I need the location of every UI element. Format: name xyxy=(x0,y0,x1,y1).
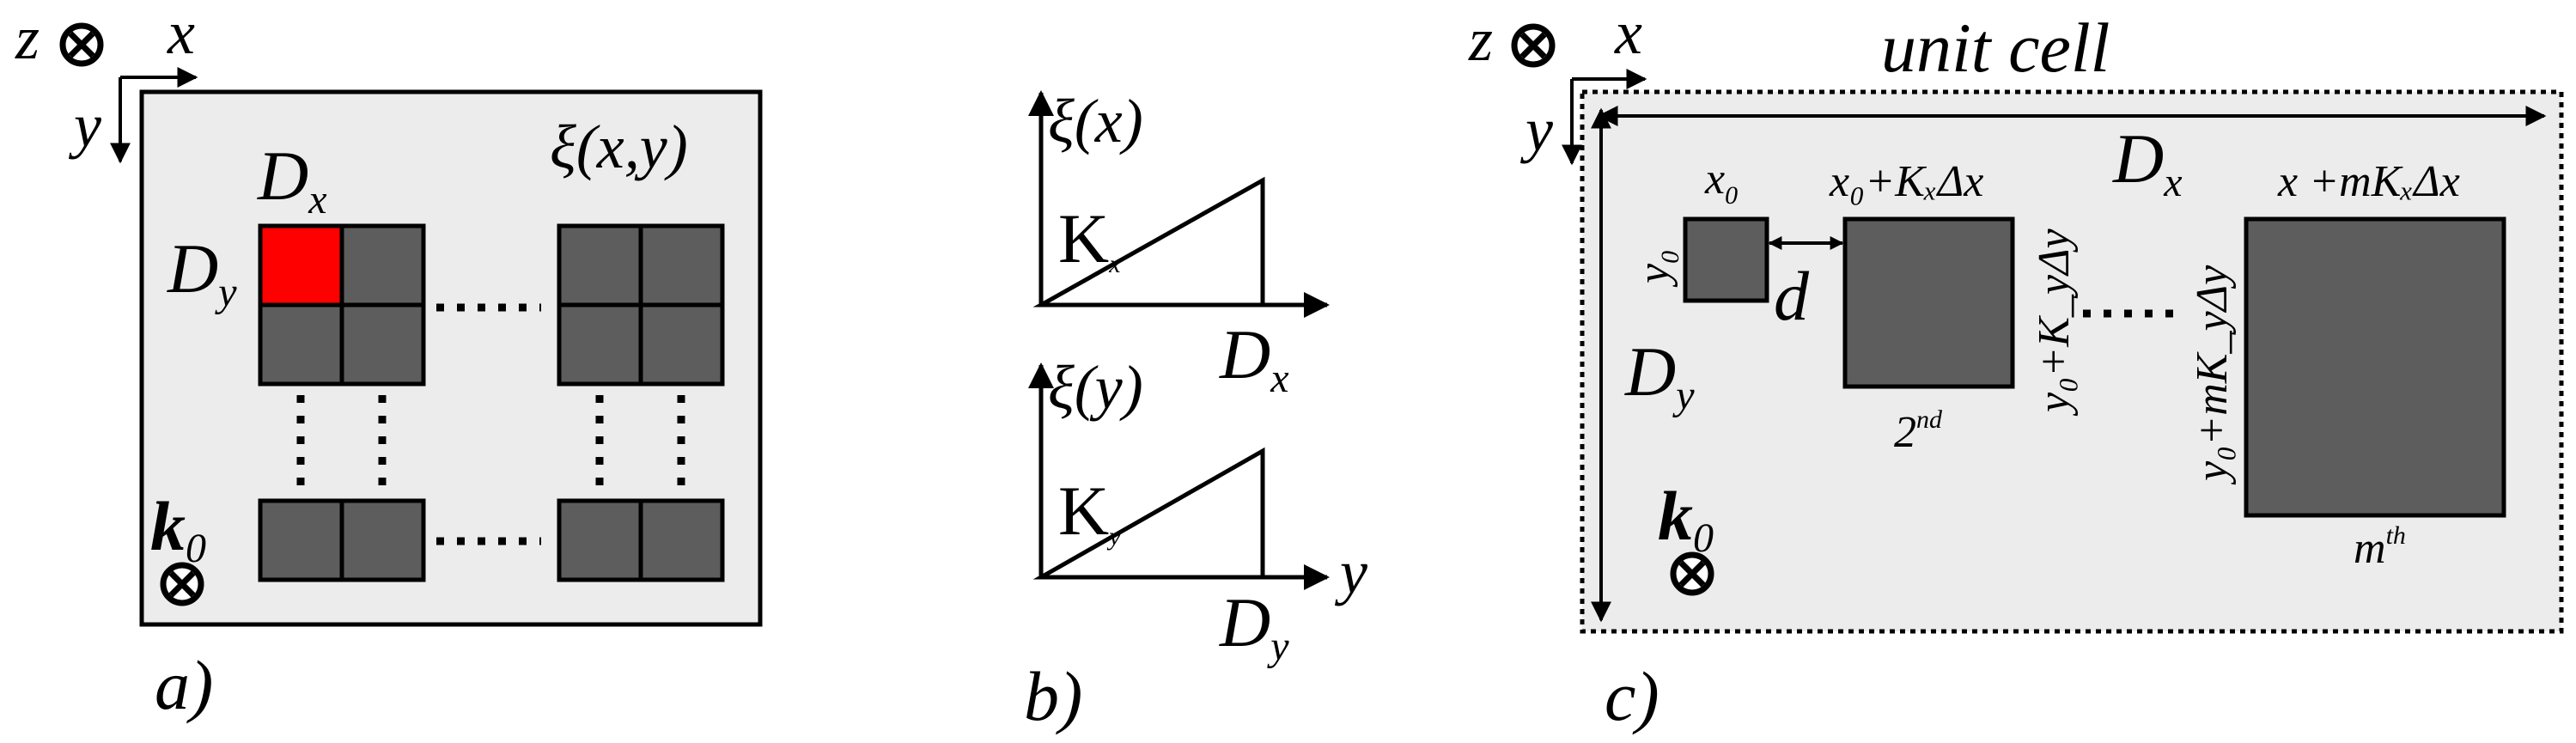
Dy-label-c: Dy xyxy=(1624,332,1695,418)
panel-c: z x y unit cell Dx Dy x0 y0 d x₀+KₓΔx y₀… xyxy=(1468,0,2564,735)
caption-b: b) xyxy=(1024,657,1082,735)
unit-cell xyxy=(638,498,725,582)
caption-c: c) xyxy=(1605,657,1659,735)
second-x-position: x₀+KₓΔx xyxy=(1829,157,1983,206)
field-label: ξ(x,y) xyxy=(550,113,688,181)
Dy-label-b: Dy xyxy=(1219,583,1289,669)
cross-icon xyxy=(1519,32,1547,59)
Dy-label: Dy xyxy=(167,229,237,315)
mth-resonator xyxy=(2244,216,2506,518)
second-element-label: 2nd xyxy=(1894,405,1943,457)
second-resonator xyxy=(1842,216,2015,389)
unit-cell xyxy=(339,498,426,582)
unit-cell xyxy=(557,223,643,308)
panel-b: ξ(x) Kx Dx ξ(y) Ky y Dy b) xyxy=(1024,87,1367,735)
unit-cell-title: unit cell xyxy=(1881,9,2110,87)
Kx-label: Kx xyxy=(1058,199,1121,278)
continuation-dots-a xyxy=(296,303,685,545)
second-y-position: y₀+K_yΔy xyxy=(2030,228,2079,417)
cell-group-top-left xyxy=(258,223,426,387)
highlighted-unit-cell xyxy=(258,223,344,308)
cross-icon xyxy=(68,31,95,58)
unit-cell xyxy=(638,223,725,308)
mth-y-position: y₀+mK_yΔy xyxy=(2188,265,2237,485)
z-axis-label: z xyxy=(1468,5,1493,74)
Dx-label-c: Dx xyxy=(2112,119,2183,205)
unit-cell xyxy=(557,498,643,582)
unit-cell xyxy=(339,223,426,308)
x0-label: x0 xyxy=(1704,155,1738,210)
first-resonator xyxy=(1683,216,1769,303)
unit-cell xyxy=(638,302,725,387)
panel-a: z x y ξ(x,y) Dx Dy xyxy=(15,0,763,724)
cross-icon xyxy=(168,570,196,598)
cell-group-bottom-left xyxy=(258,498,426,582)
Dx-label-b: Dx xyxy=(1219,315,1289,401)
phase-gradient-x xyxy=(1032,176,1265,308)
gap-label: d xyxy=(1774,257,1810,335)
cross-icon xyxy=(1678,560,1706,588)
x-axis-label: x xyxy=(1614,0,1642,67)
unit-cell xyxy=(258,302,344,387)
xi-y-label: ξ(y) xyxy=(1048,353,1143,422)
k0-label: k0 xyxy=(150,487,206,571)
xi-x-label: ξ(x) xyxy=(1048,87,1143,155)
cell-group-top-right xyxy=(557,223,725,387)
x-axis-label: x xyxy=(167,0,195,67)
axis-triad-c: z x y xyxy=(1468,0,1647,166)
cell-group-bottom-right xyxy=(557,498,725,582)
caption-a: a) xyxy=(155,646,213,724)
Dx-label: Dx xyxy=(257,137,327,222)
axis-triad-a: z x y xyxy=(15,0,198,164)
mth-x-position: x +mKₓΔx xyxy=(2277,157,2460,206)
y-axis-label: y xyxy=(68,91,101,160)
unit-cell xyxy=(258,498,344,582)
unit-cell xyxy=(557,302,643,387)
y-axis-label-b: y xyxy=(1334,538,1367,606)
y-axis-label: y xyxy=(1519,95,1553,164)
Ky-label: Ky xyxy=(1058,472,1121,551)
mth-element-label: mth xyxy=(2354,521,2406,573)
unit-cell xyxy=(339,302,426,387)
z-axis-label: z xyxy=(15,3,40,72)
y0-label: y0 xyxy=(1629,251,1684,288)
phase-gradient-y xyxy=(1032,447,1265,580)
